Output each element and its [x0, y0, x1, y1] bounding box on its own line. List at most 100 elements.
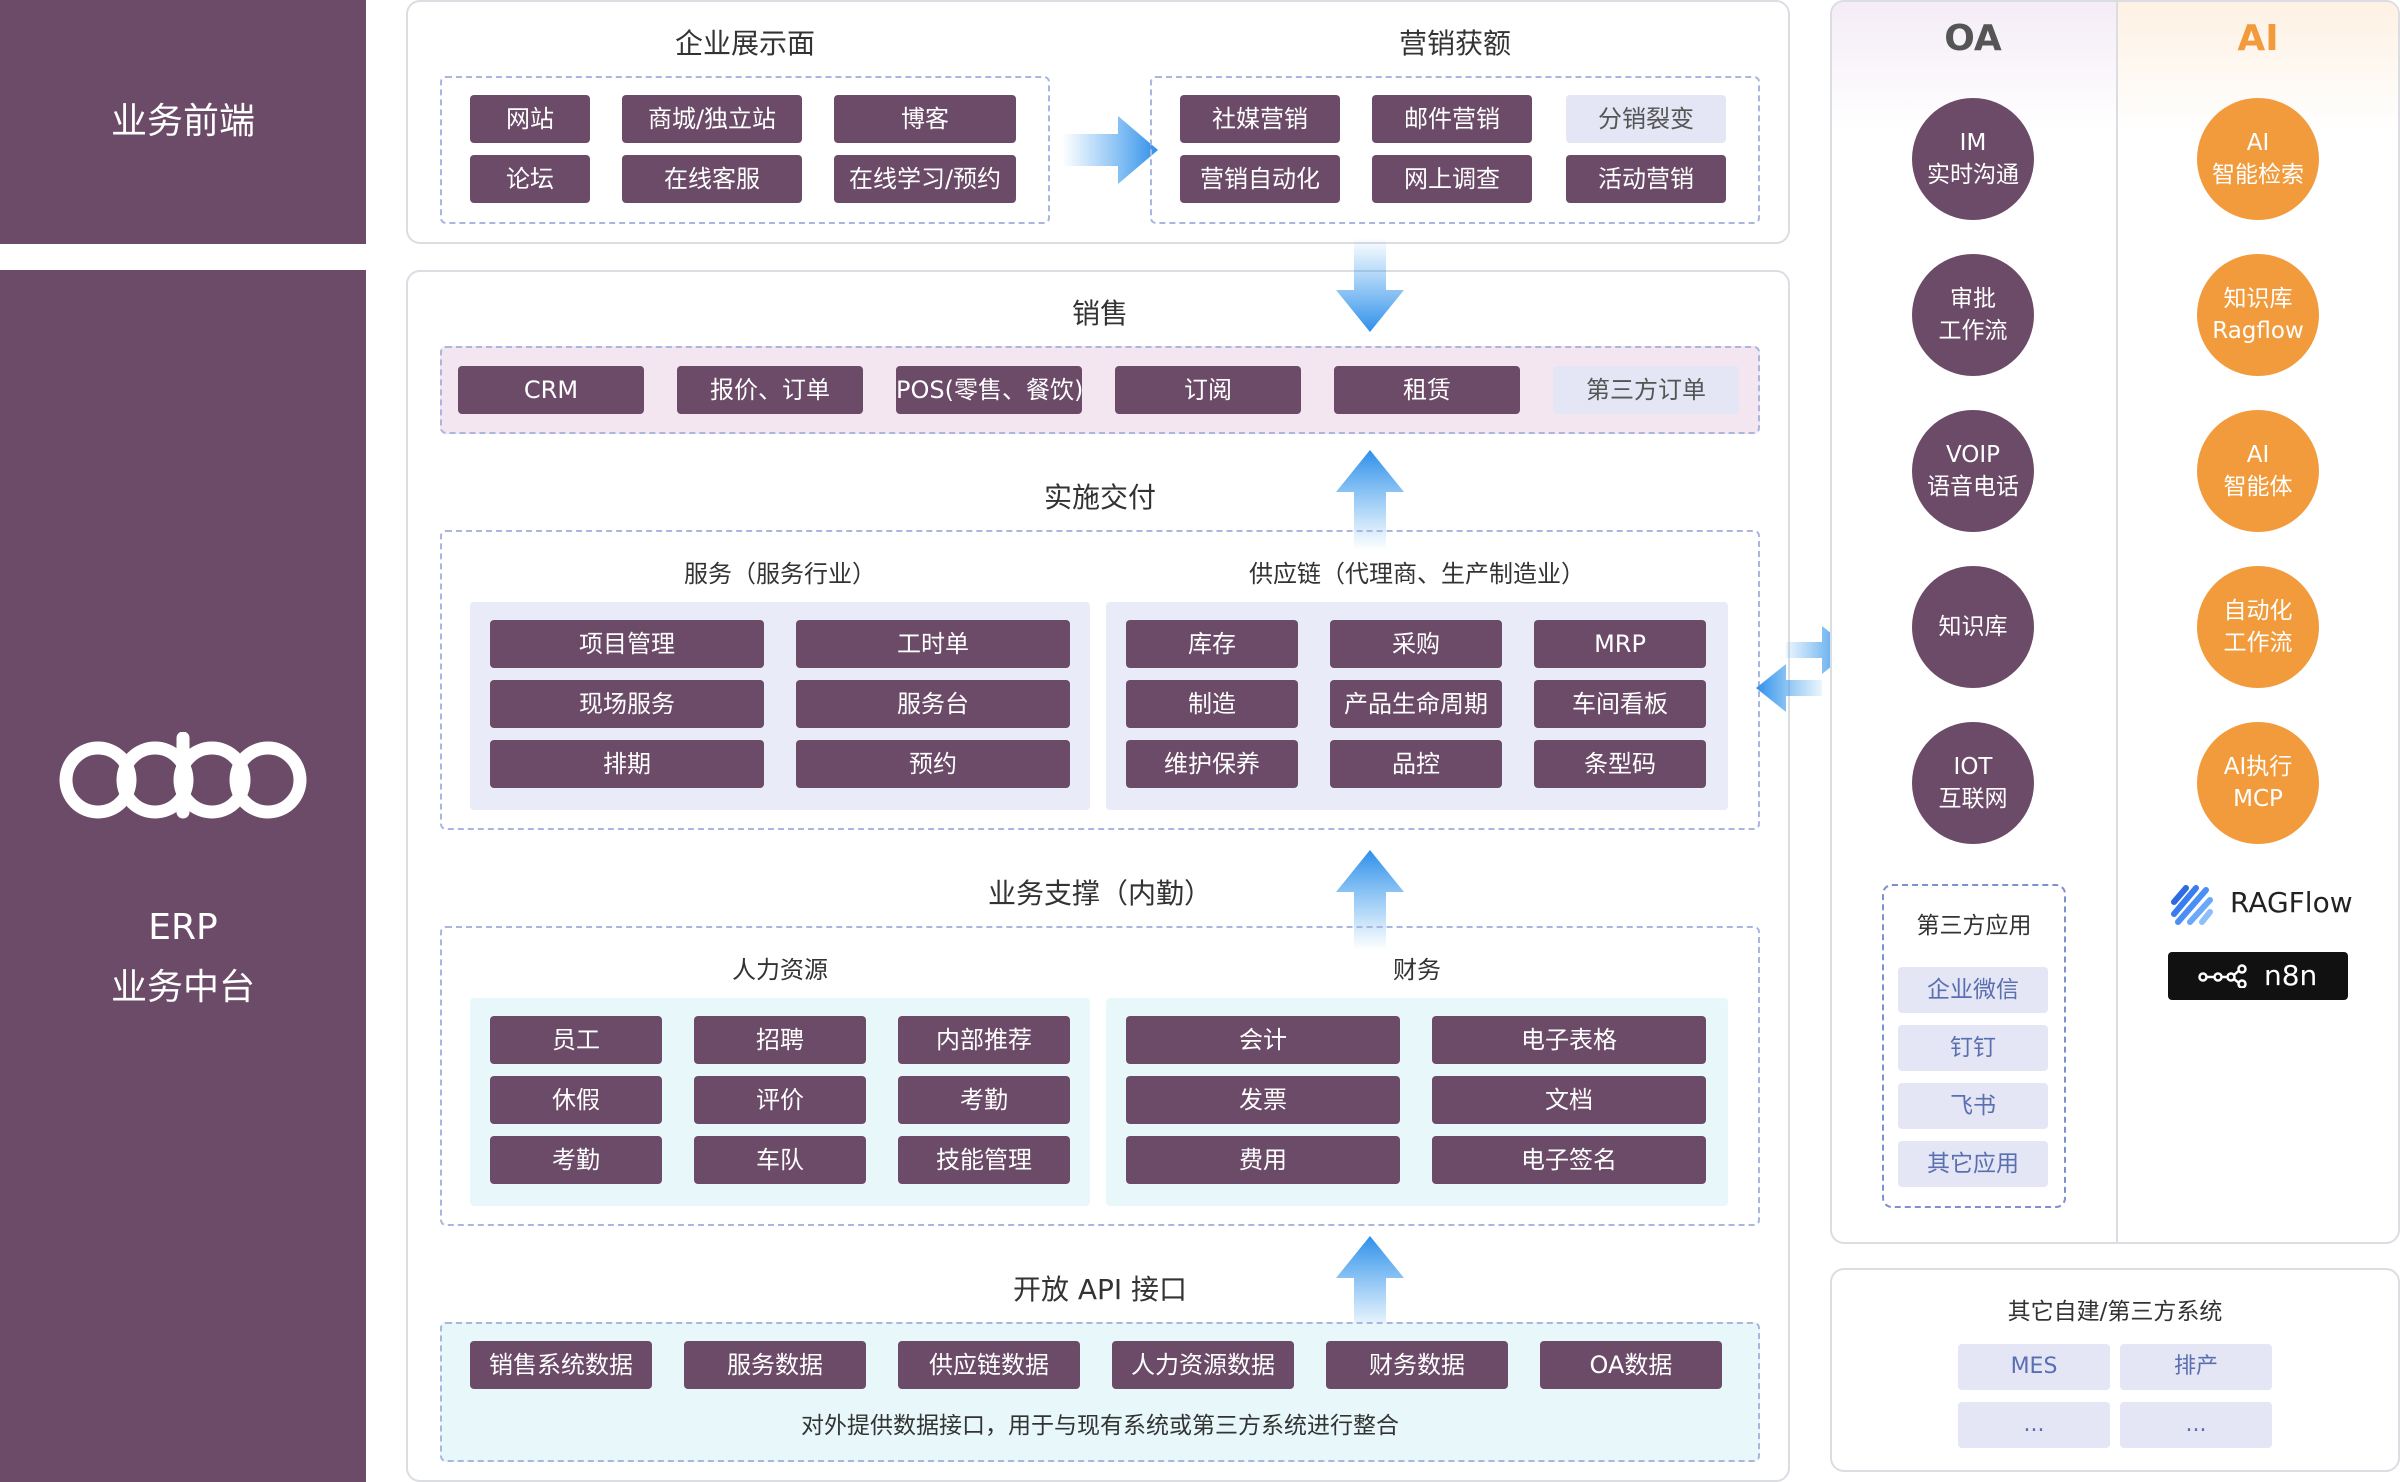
- api-item-service-data[interactable]: 服务数据: [684, 1341, 866, 1389]
- hr-item-skills[interactable]: 技能管理: [898, 1136, 1070, 1184]
- third-party-dingtalk[interactable]: 钉钉: [1898, 1025, 2048, 1071]
- ai-circle-mcp-line2: MCP: [2233, 786, 2283, 812]
- sales-item-rental[interactable]: 租赁: [1334, 366, 1520, 414]
- odoo-logo: [59, 732, 307, 819]
- service-item-planning[interactable]: 排期: [490, 740, 764, 788]
- oa-circle-im-line2: 实时沟通: [1927, 162, 2019, 188]
- showcase-item-livechat[interactable]: 在线客服: [622, 155, 802, 203]
- ai-circle-mcp-line1: AI执行: [2223, 754, 2293, 780]
- erp-block: ERP 业务中台: [0, 270, 366, 1482]
- finance-item-expenses[interactable]: 费用: [1126, 1136, 1400, 1184]
- delivery-title: 实施交付: [1043, 481, 1156, 514]
- hr-item-time-off[interactable]: 休假: [490, 1076, 662, 1124]
- showcase-item-forum[interactable]: 论坛: [470, 155, 590, 203]
- showcase-item-website[interactable]: 网站: [470, 95, 590, 143]
- oa-circle-approval[interactable]: 审批 工作流: [1912, 254, 2034, 376]
- hr-item-referral[interactable]: 内部推荐: [898, 1016, 1070, 1064]
- third-party-box: [1882, 884, 2066, 1208]
- ai-circle-knowledge[interactable]: 知识库 Ragflow: [2197, 254, 2319, 376]
- api-item-finance-data[interactable]: 财务数据: [1326, 1341, 1508, 1389]
- marketing-item-email[interactable]: 邮件营销: [1372, 95, 1532, 143]
- ai-circle-automation-line1: 自动化: [2223, 598, 2293, 624]
- delivery-box: [440, 530, 1760, 830]
- finance-item-sign[interactable]: 电子签名: [1432, 1136, 1706, 1184]
- supply-item-plm[interactable]: 产品生命周期: [1330, 680, 1502, 728]
- ai-circle-search[interactable]: AI 智能检索: [2197, 98, 2319, 220]
- arrow-up-icon: [1336, 850, 1404, 950]
- supply-item-mrp[interactable]: MRP: [1534, 620, 1706, 668]
- support-box: [440, 926, 1760, 1226]
- arrow-down-icon: [1336, 238, 1404, 332]
- oa-circle-im[interactable]: IM 实时沟通: [1912, 98, 2034, 220]
- marketing-item-automation[interactable]: 营销自动化: [1180, 155, 1340, 203]
- hr-item-appraisal[interactable]: 评价: [694, 1076, 866, 1124]
- erp-panel: [406, 270, 1790, 1482]
- oa-circle-approval-line2: 工作流: [1938, 318, 2008, 344]
- third-party-feishu[interactable]: 飞书: [1898, 1083, 2048, 1129]
- supply-item-purchase[interactable]: 采购: [1330, 620, 1502, 668]
- sales-item-pos[interactable]: POS(零售、餐饮): [896, 366, 1082, 414]
- finance-item-invoicing[interactable]: 发票: [1126, 1076, 1400, 1124]
- service-item-helpdesk[interactable]: 服务台: [796, 680, 1070, 728]
- supply-item-barcode[interactable]: 条型码: [1534, 740, 1706, 788]
- other-system-more-1[interactable]: ...: [1958, 1402, 2110, 1448]
- finance-title: 财务: [1393, 956, 1441, 984]
- api-note: 对外提供数据接口，用于与现有系统或第三方系统进行整合: [801, 1413, 1399, 1439]
- hr-item-fleet[interactable]: 车队: [694, 1136, 866, 1184]
- api-item-hr-data[interactable]: 人力资源数据: [1112, 1341, 1294, 1389]
- finance-item-spreadsheet[interactable]: 电子表格: [1432, 1016, 1706, 1064]
- api-item-supply-data[interactable]: 供应链数据: [898, 1341, 1080, 1389]
- marketing-item-social[interactable]: 社媒营销: [1180, 95, 1340, 143]
- hr-item-recruitment[interactable]: 招聘: [694, 1016, 866, 1064]
- hr-item-attendance[interactable]: 考勤: [898, 1076, 1070, 1124]
- oa-circle-voip[interactable]: VOIP 语音电话: [1912, 410, 2034, 532]
- showcase-box: [440, 76, 1050, 224]
- other-system-more-2[interactable]: ...: [2120, 1402, 2272, 1448]
- other-system-mes[interactable]: MES: [1958, 1344, 2110, 1390]
- hr-item-employees[interactable]: 员工: [490, 1016, 662, 1064]
- marketing-item-survey[interactable]: 网上调查: [1372, 155, 1532, 203]
- supply-item-maintenance[interactable]: 维护保养: [1126, 740, 1298, 788]
- supply-item-quality[interactable]: 品控: [1330, 740, 1502, 788]
- ragflow-label: RAGFlow: [2230, 886, 2353, 919]
- sales-item-quotation[interactable]: 报价、订单: [677, 366, 863, 414]
- finance-item-accounting[interactable]: 会计: [1126, 1016, 1400, 1064]
- api-item-oa-data[interactable]: OA数据: [1540, 1341, 1722, 1389]
- n8n-badge[interactable]: n8n: [2168, 952, 2348, 1000]
- service-item-appointment[interactable]: 预约: [796, 740, 1070, 788]
- supply-item-manufacturing[interactable]: 制造: [1126, 680, 1298, 728]
- oa-circle-iot-line1: IOT: [1953, 754, 1993, 780]
- front-end-label: 业务前端: [110, 101, 255, 142]
- supply-item-shopfloor[interactable]: 车间看板: [1534, 680, 1706, 728]
- api-item-sales-data[interactable]: 销售系统数据: [470, 1341, 652, 1389]
- support-title: 业务支撑（内勤）: [987, 877, 1212, 910]
- third-party-other[interactable]: 其它应用: [1898, 1141, 2048, 1187]
- oa-title: OA: [1944, 18, 2002, 59]
- service-item-field-service[interactable]: 现场服务: [490, 680, 764, 728]
- other-systems-panel: [1830, 1268, 2400, 1472]
- ai-circle-automation-line2: 工作流: [2223, 630, 2293, 656]
- showcase-item-blog[interactable]: 博客: [834, 95, 1016, 143]
- arrow-right-icon: [1062, 116, 1158, 184]
- showcase-item-shop[interactable]: 商城/独立站: [622, 95, 802, 143]
- sales-item-third-party-order[interactable]: 第三方订单: [1553, 366, 1739, 414]
- ragflow-logo-icon: [2171, 885, 2213, 925]
- ai-circle-agent[interactable]: AI 智能体: [2197, 410, 2319, 532]
- marketing-item-referral[interactable]: 分销裂变: [1566, 95, 1726, 143]
- oa-circle-knowledge[interactable]: 知识库: [1912, 566, 2034, 688]
- ai-circle-mcp[interactable]: AI执行 MCP: [2197, 722, 2319, 844]
- service-item-timesheet[interactable]: 工时单: [796, 620, 1070, 668]
- sales-item-subscription[interactable]: 订阅: [1115, 366, 1301, 414]
- third-party-wecom[interactable]: 企业微信: [1898, 967, 2048, 1013]
- hr-item-attendance-2[interactable]: 考勤: [490, 1136, 662, 1184]
- other-system-scheduling[interactable]: 排产: [2120, 1344, 2272, 1390]
- service-item-project[interactable]: 项目管理: [490, 620, 764, 668]
- supply-item-inventory[interactable]: 库存: [1126, 620, 1298, 668]
- marketing-item-events[interactable]: 活动营销: [1566, 155, 1726, 203]
- oa-circle-iot[interactable]: IOT 互联网: [1912, 722, 2034, 844]
- showcase-item-elearning[interactable]: 在线学习/预约: [834, 155, 1016, 203]
- finance-item-documents[interactable]: 文档: [1432, 1076, 1706, 1124]
- ai-circle-automation[interactable]: 自动化 工作流: [2197, 566, 2319, 688]
- oa-circle-voip-line1: VOIP: [1945, 442, 2001, 468]
- sales-item-crm[interactable]: CRM: [458, 366, 644, 414]
